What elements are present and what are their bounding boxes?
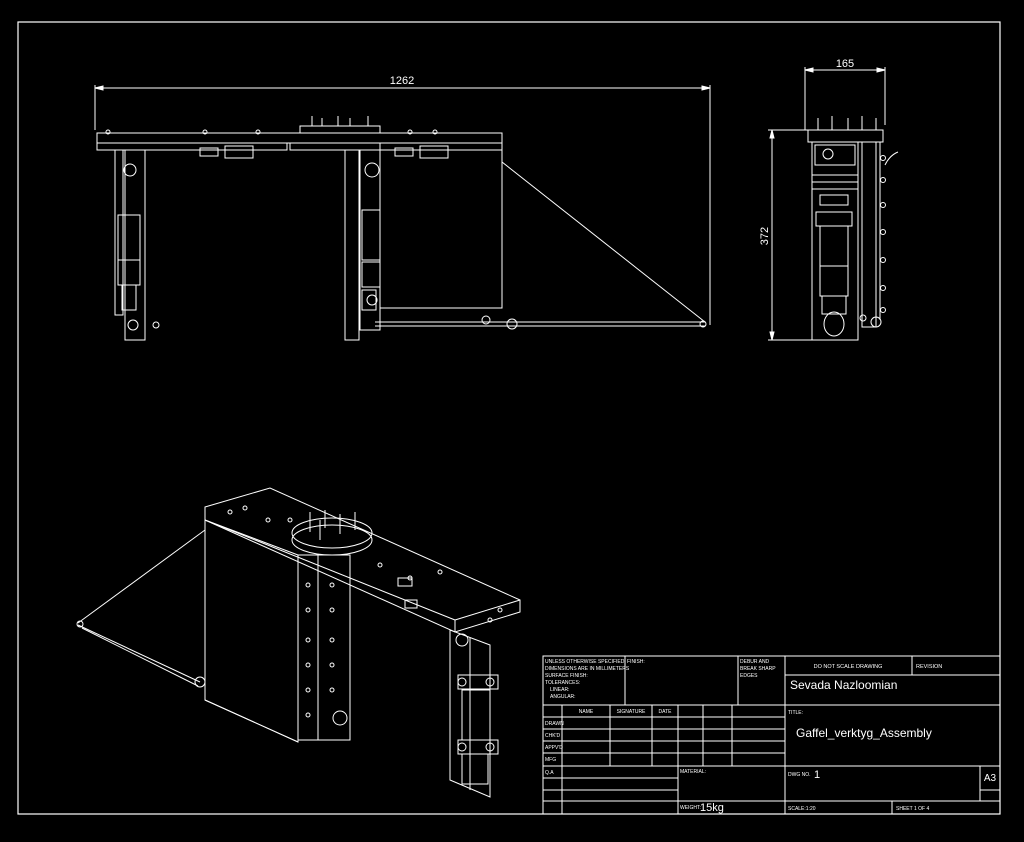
company-name: Sevada Nazloomian — [790, 678, 897, 692]
dwg-no-label: DWG NO. — [788, 772, 811, 778]
row-checked: CHK'D — [545, 733, 561, 739]
col-date-header: DATE — [659, 709, 673, 715]
front-view: 1262 — [94, 75, 711, 341]
dimension-side-height-value: 372 — [759, 227, 771, 245]
dimension-side-width-value: 165 — [836, 58, 854, 70]
row-drawn: DRAWN — [545, 721, 564, 727]
tolerance-note-2: DIMENSIONS ARE IN MILLIMETERS — [545, 666, 630, 672]
do-not-scale-note: DO NOT SCALE DRAWING — [814, 664, 883, 670]
col-signature-header: SIGNATURE — [617, 709, 646, 715]
weight-label: WEIGHT: — [680, 805, 701, 811]
deburr-label-3: EDGES — [740, 673, 758, 679]
drawing-title: Gaffel_verktyg_Assembly — [796, 726, 932, 740]
row-mfg: MFG — [545, 757, 556, 763]
deburr-label-1: DEBUR AND — [740, 659, 770, 665]
tolerance-note-5: LINEAR: — [550, 687, 569, 693]
title-block — [542, 655, 1001, 815]
tolerance-note-4: TOLERANCES: — [545, 680, 580, 686]
scale-value: SCALE:1:20 — [788, 806, 816, 812]
tolerance-note-1: UNLESS OTHERWISE SPECIFIED: — [545, 659, 626, 665]
deburr-label-2: BREAK SHARP — [740, 666, 776, 672]
dwg-no-value: 1 — [814, 769, 820, 781]
row-qa: Q.A — [545, 770, 554, 776]
tolerance-note-3: SURFACE FINISH: — [545, 673, 588, 679]
weight-value: 15kg — [700, 802, 724, 814]
sheet-size: A3 — [984, 773, 997, 784]
dimension-front-width: 1262 — [94, 75, 711, 325]
side-view: 165 372 — [759, 58, 899, 341]
sheet-number: SHEET 1 OF 4 — [896, 806, 929, 812]
revision-label: REVISION — [916, 664, 942, 670]
finish-label: FINISH: — [627, 659, 645, 665]
title-label: TITLE: — [788, 710, 803, 716]
material-label: MATERIAL: — [680, 769, 706, 775]
title-block-text: UNLESS OTHERWISE SPECIFIED: DIMENSIONS A… — [545, 659, 997, 814]
col-name-header: NAME — [579, 709, 594, 715]
isometric-view — [76, 487, 521, 798]
tolerance-note-6: ANGULAR: — [550, 694, 576, 700]
dimension-front-width-value: 1262 — [390, 75, 414, 87]
row-approved: APPV'D — [545, 745, 563, 751]
dimension-side-height: 372 — [759, 129, 812, 341]
dimension-side-width: 165 — [804, 58, 886, 130]
sheet-border — [17, 21, 1001, 815]
